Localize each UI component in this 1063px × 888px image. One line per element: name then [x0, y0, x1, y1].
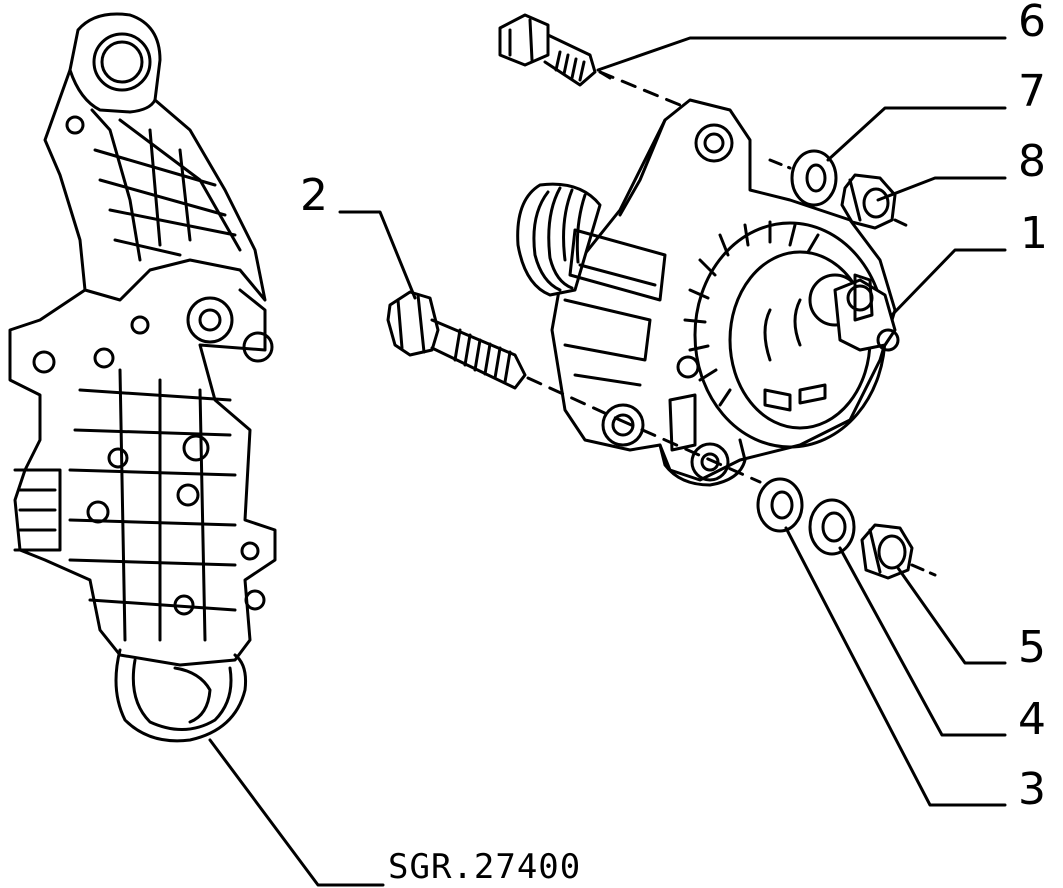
bolt6-axis: [598, 70, 682, 107]
callout-7: 7: [1018, 66, 1046, 117]
washer-4: [808, 498, 856, 556]
callout-4: 4: [1018, 694, 1046, 745]
washer-7: [790, 149, 838, 207]
leader-code: [208, 738, 385, 887]
alternator: [516, 98, 900, 487]
leader-lines: [338, 36, 1007, 807]
bolt-2: [386, 290, 527, 390]
callout-6: 6: [1018, 0, 1046, 47]
drawing-code: SGR.27400: [388, 847, 582, 887]
callout-5: 5: [1018, 622, 1046, 673]
nut-8: [840, 173, 897, 230]
callout-2: 2: [300, 170, 328, 221]
washer-3: [756, 477, 804, 533]
bolt-6: [498, 13, 597, 87]
callout-8: 8: [1018, 136, 1046, 187]
nut-5: [860, 523, 914, 580]
mounting-bracket: [8, 12, 277, 743]
callout-1: 1: [1020, 208, 1048, 259]
bolt2-axis: [526, 376, 622, 422]
callout-3: 3: [1018, 764, 1046, 815]
